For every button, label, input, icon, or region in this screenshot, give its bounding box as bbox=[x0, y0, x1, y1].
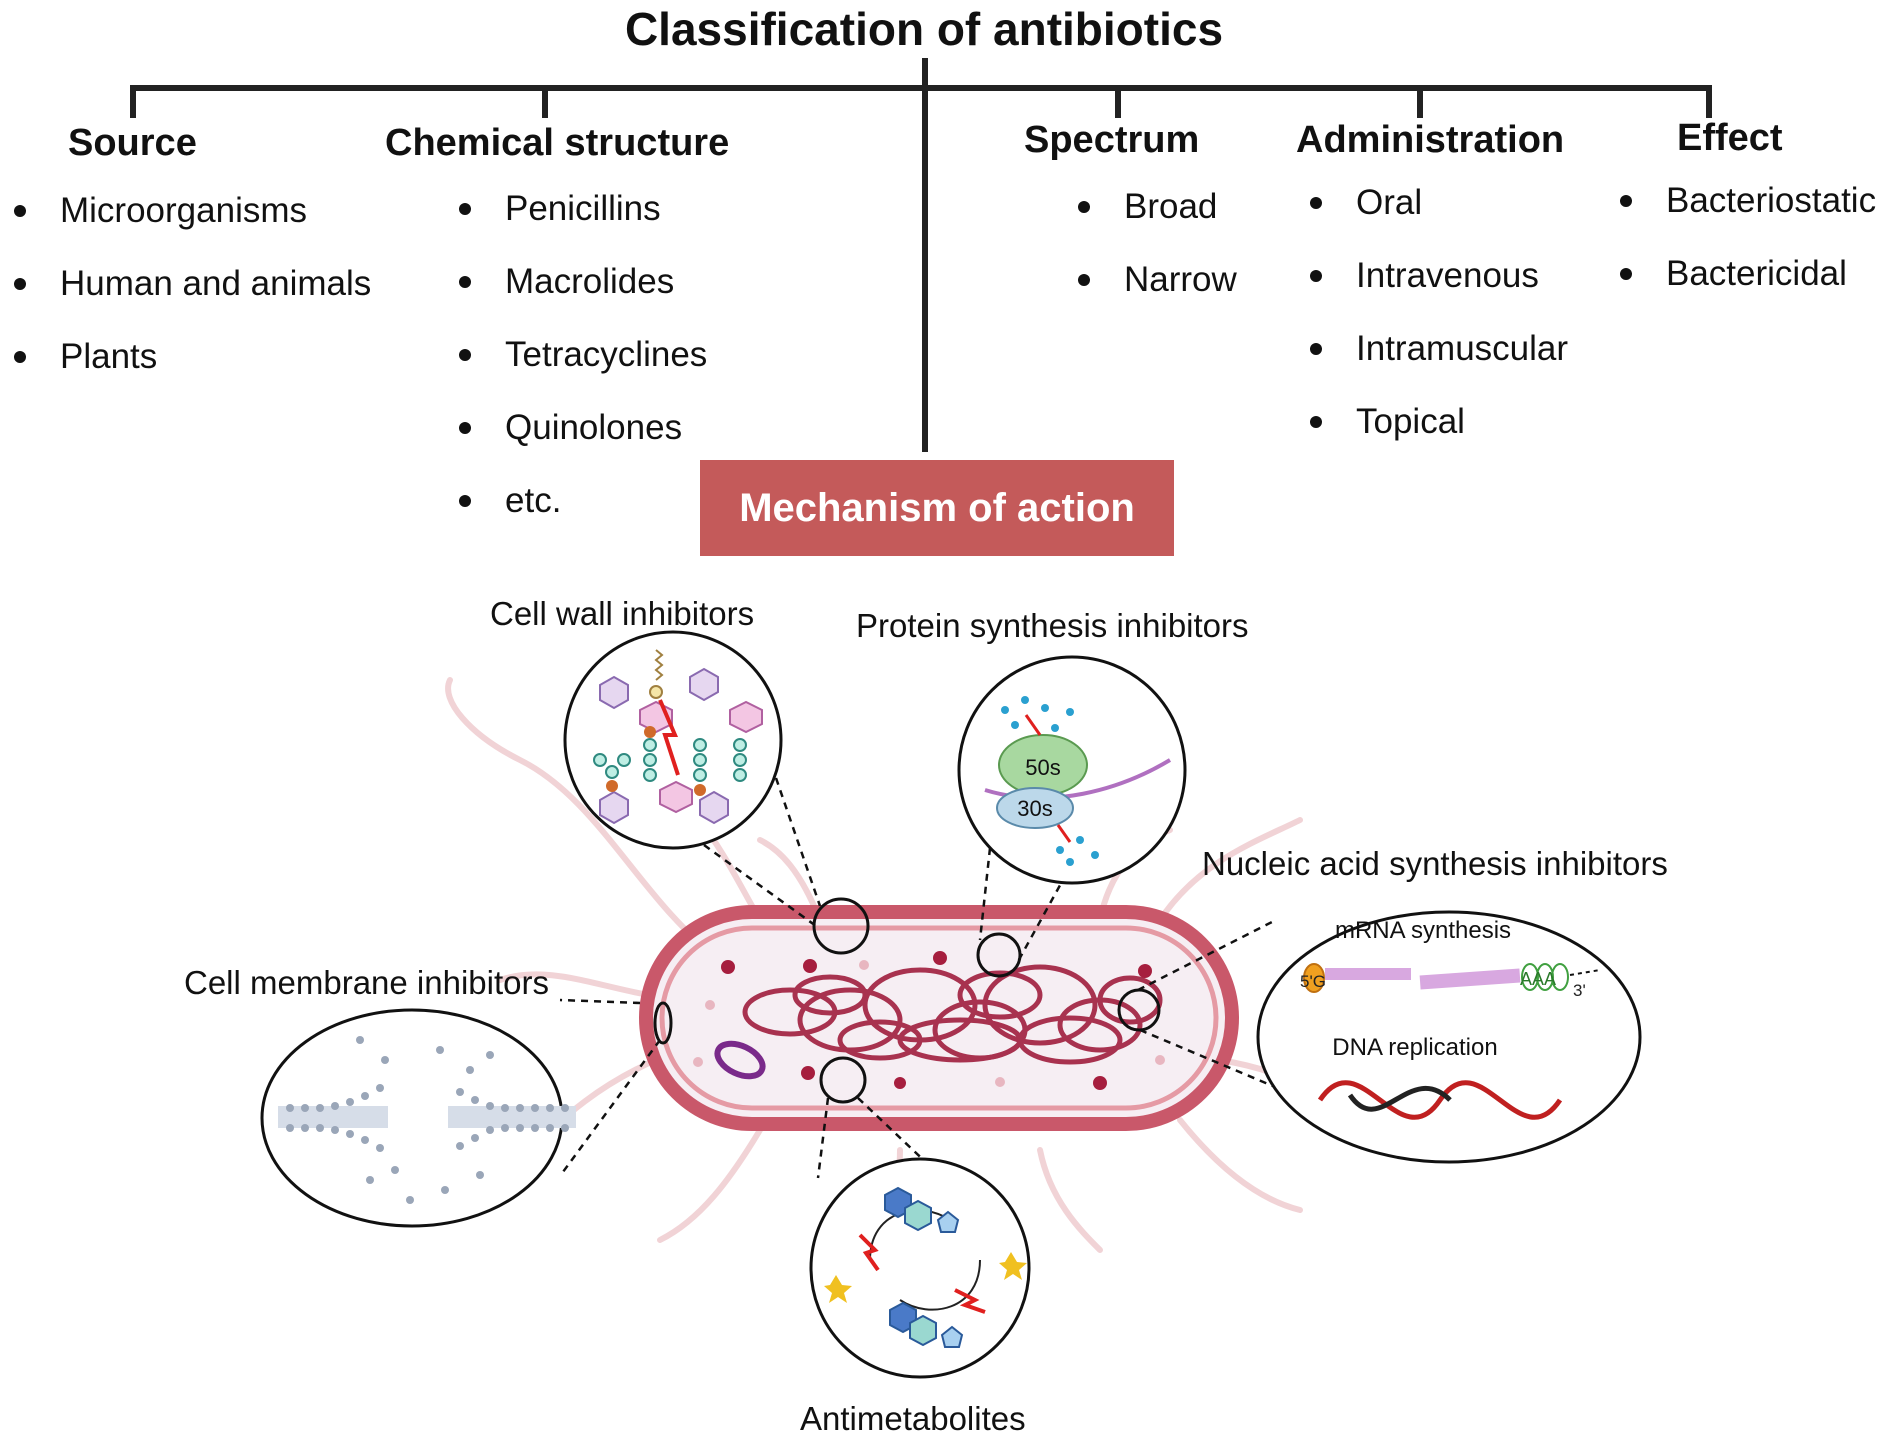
list-item: Bactericidal bbox=[1616, 237, 1876, 310]
heading-chemical-structure: Chemical structure bbox=[385, 122, 730, 164]
heading-administration: Administration bbox=[1296, 119, 1565, 161]
list-item: Intravenous bbox=[1306, 239, 1568, 312]
label-protein-synthesis-inhibitors: Protein synthesis inhibitors bbox=[856, 607, 1249, 644]
list-item: Bacteriostatic bbox=[1616, 164, 1876, 237]
mechanism-banner: Mechanism of action bbox=[700, 460, 1174, 556]
list-item: Penicillins bbox=[455, 172, 707, 245]
connector-lines bbox=[558, 777, 1307, 1179]
label-cell-membrane-inhibitors: Cell membrane inhibitors bbox=[184, 964, 549, 1001]
zoom-markers bbox=[653, 897, 1161, 1104]
three-prime-label: 3' bbox=[1573, 981, 1586, 1000]
list-item: Human and animals bbox=[10, 247, 371, 320]
list-effect: Bacteriostatic Bactericidal bbox=[1616, 164, 1876, 310]
cell-wall-zoom bbox=[563, 630, 783, 850]
list-item: etc. bbox=[455, 464, 707, 537]
label-cell-wall-inhibitors: Cell wall inhibitors bbox=[490, 595, 755, 632]
list-item: Microorganisms bbox=[10, 174, 371, 247]
nucleoid-dna bbox=[742, 964, 1163, 1065]
ribosome-30s-label: 30s bbox=[1017, 796, 1052, 821]
mrna-synthesis-label: mRNA synthesis bbox=[1335, 917, 1511, 944]
nucleic-acid-zoom bbox=[1256, 910, 1642, 1164]
plasmid bbox=[714, 1040, 766, 1080]
granules bbox=[721, 951, 1152, 1090]
list-item: Narrow bbox=[1074, 243, 1237, 316]
label-nucleic-acid-synthesis-inhibitors: Nucleic acid synthesis inhibitors bbox=[1202, 845, 1668, 882]
cell-membrane-zoom bbox=[260, 1008, 576, 1228]
antimetabolites-zoom bbox=[809, 1157, 1031, 1379]
small-granules bbox=[693, 960, 1165, 1087]
bacterium-inner-membrane bbox=[659, 925, 1219, 1111]
label-antimetabolites: Antimetabolites bbox=[800, 1400, 1026, 1437]
poly-a-label: AAA bbox=[1520, 969, 1556, 989]
list-item: Oral bbox=[1306, 166, 1568, 239]
protein-synthesis-zoom bbox=[957, 655, 1187, 885]
ribosome-small bbox=[996, 787, 1074, 829]
list-item: Macrolides bbox=[455, 245, 707, 318]
list-item: Broad bbox=[1074, 170, 1237, 243]
diagram-title: Classification of antibiotics bbox=[624, 3, 1224, 55]
list-spectrum: Broad Narrow bbox=[1074, 170, 1237, 316]
list-item: Tetracyclines bbox=[455, 318, 707, 391]
list-item: Intramuscular bbox=[1306, 312, 1568, 385]
ribosome-50s-label: 50s bbox=[1025, 755, 1060, 780]
list-chemical-structure: Penicillins Macrolides Tetracyclines Qui… bbox=[455, 172, 707, 537]
heading-effect: Effect bbox=[1677, 117, 1783, 159]
list-source: Microorganisms Human and animals Plants bbox=[10, 174, 371, 393]
list-item: Plants bbox=[10, 320, 371, 393]
heading-spectrum: Spectrum bbox=[1024, 119, 1200, 161]
dna-replication-label: DNA replication bbox=[1332, 1034, 1497, 1061]
list-administration: Oral Intravenous Intramuscular Topical bbox=[1306, 166, 1568, 458]
heading-source: Source bbox=[68, 122, 197, 164]
five-prime-label: 5'G bbox=[1300, 972, 1326, 991]
list-item: Quinolones bbox=[455, 391, 707, 464]
list-item: Topical bbox=[1306, 385, 1568, 458]
